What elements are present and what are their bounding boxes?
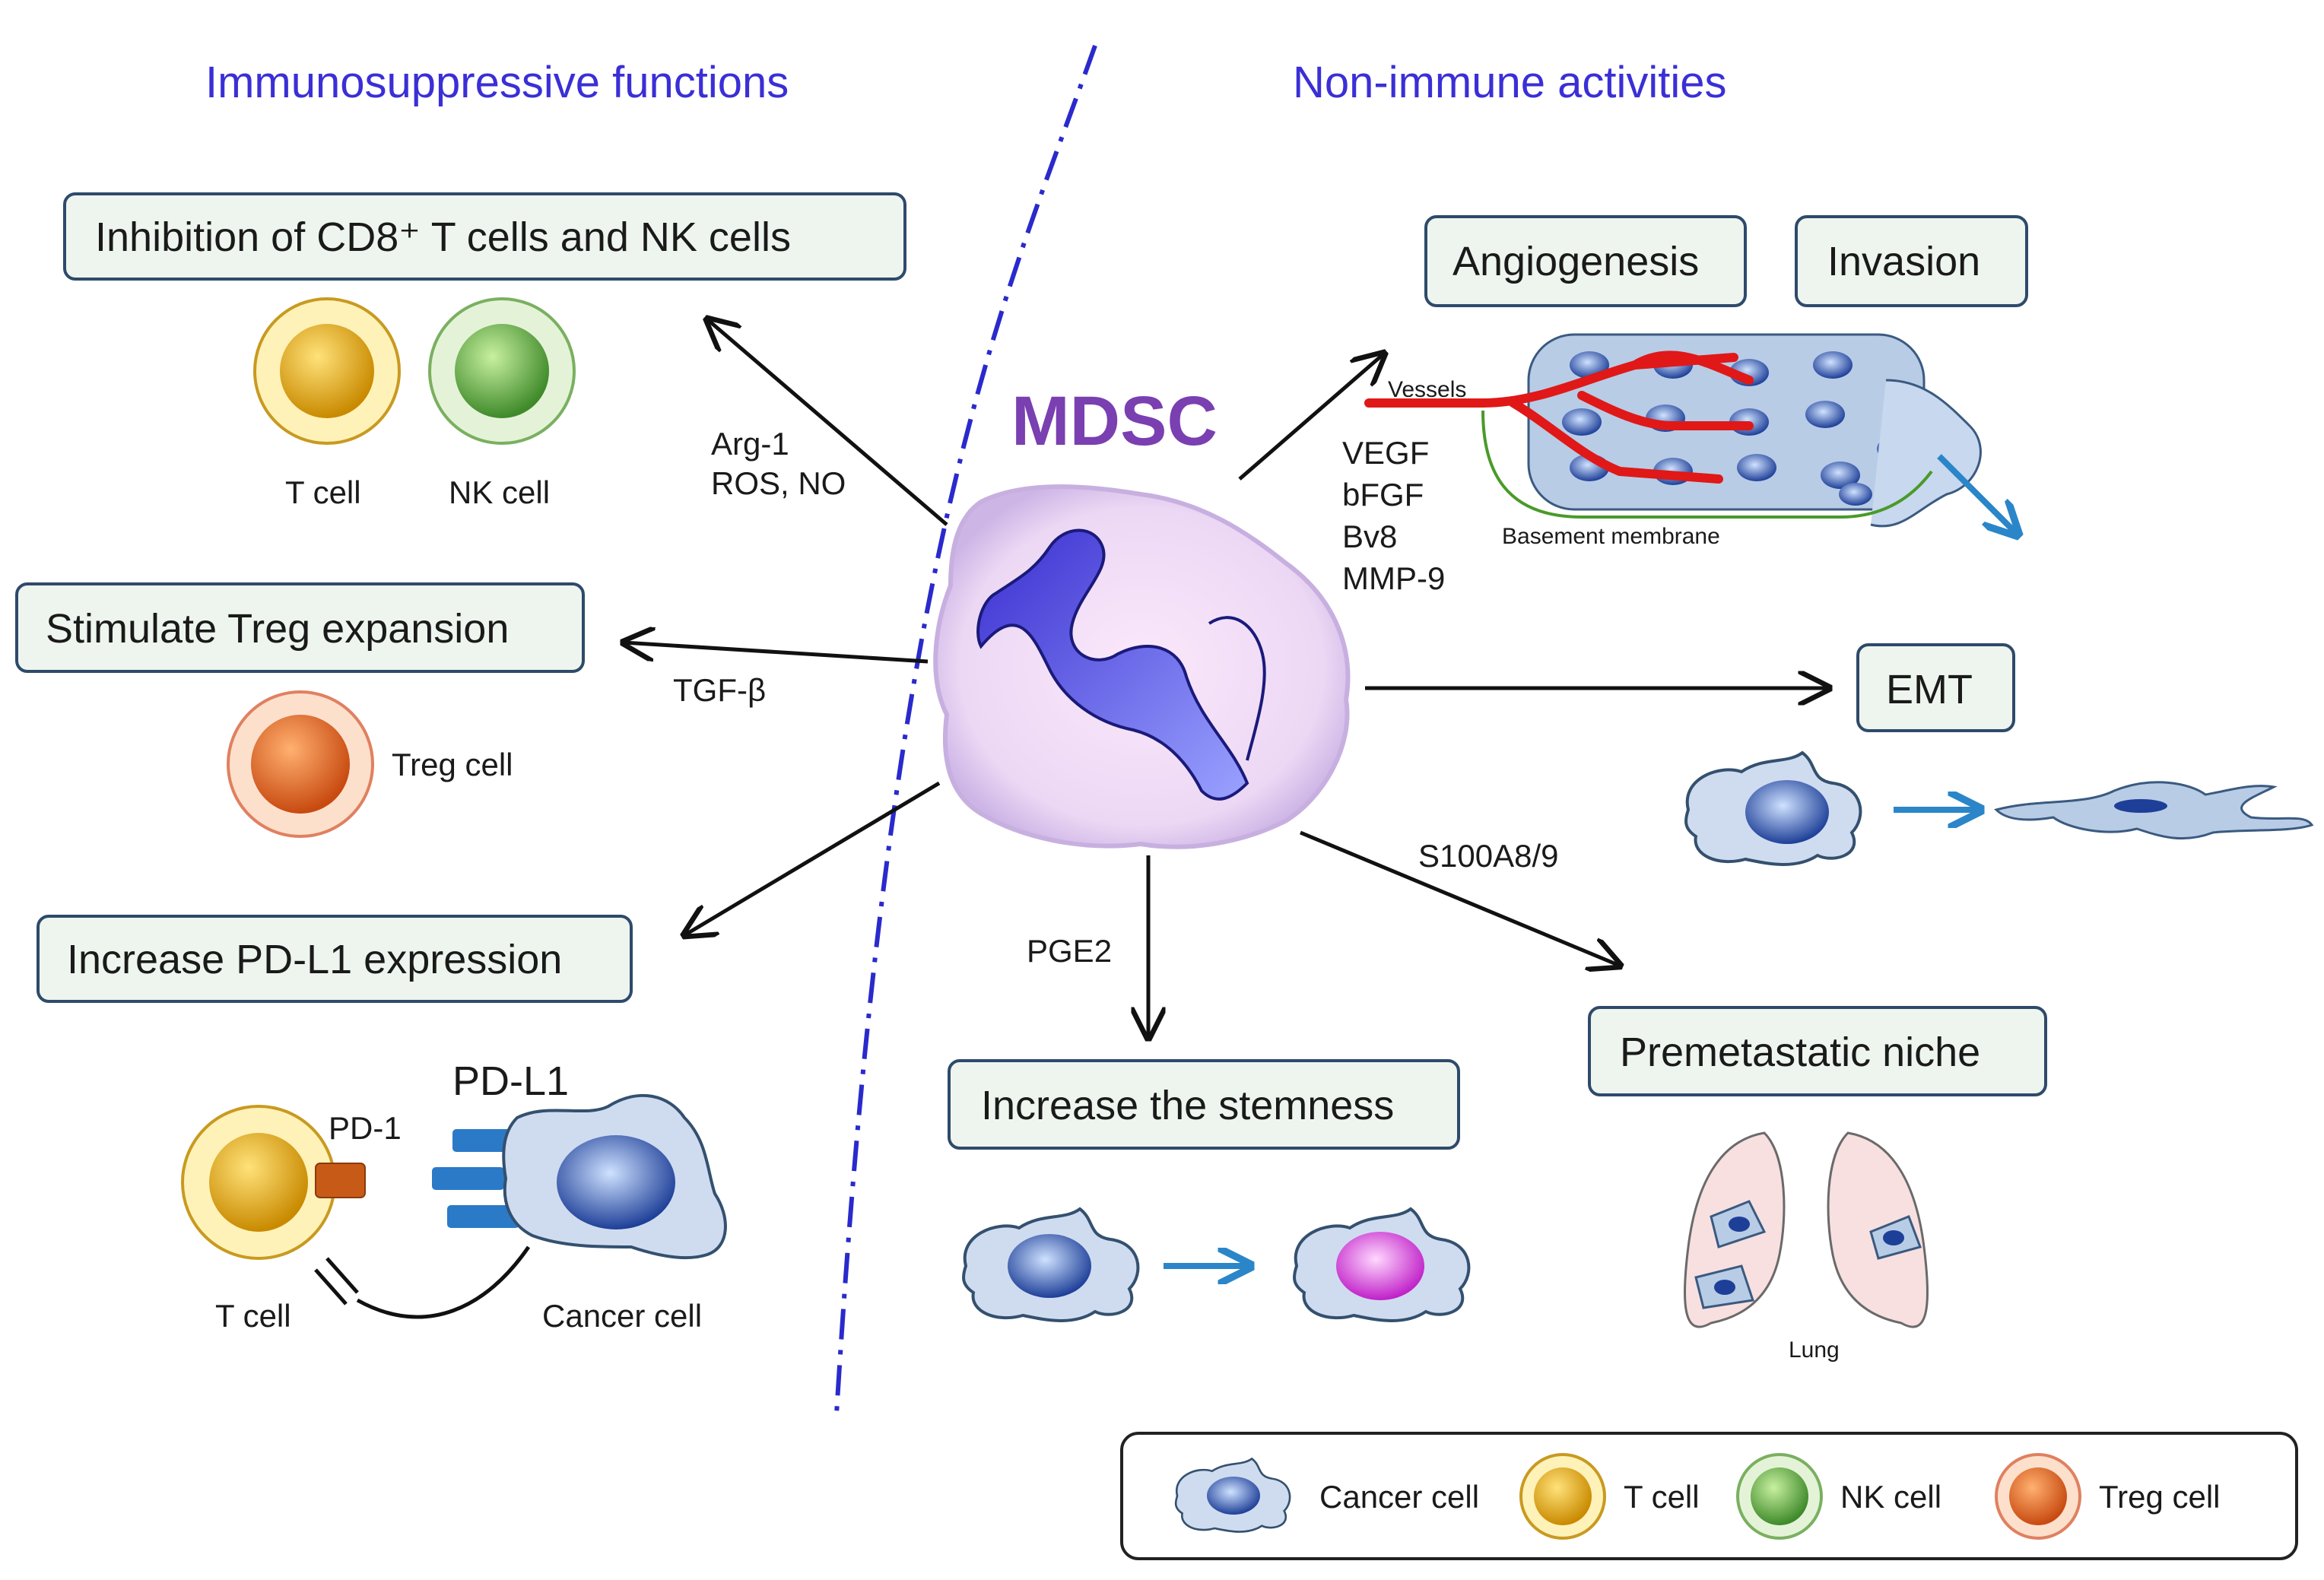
treg-expansion-label: Stimulate Treg expansion	[46, 606, 509, 652]
treg-cell-icon	[227, 690, 374, 838]
stemness-label: Increase the stemness	[981, 1083, 1394, 1128]
arg1-label: Arg-1	[711, 426, 789, 462]
t-cell-label: T cell	[285, 474, 361, 510]
divider-line	[834, 45, 1097, 1415]
stem-cancer-cell	[1293, 1207, 1471, 1322]
lung-label: Lung	[1789, 1337, 1840, 1363]
legend: Cancer cell T cell NK cell Treg cell	[1120, 1432, 2298, 1560]
pd1-label: PD-1	[329, 1110, 402, 1146]
t-cell-icon	[253, 297, 401, 445]
arrow-treg	[624, 642, 929, 664]
vessels	[1364, 351, 1754, 484]
vegf-label: VEGF	[1342, 435, 1429, 471]
legend-cancer-cell-icon	[1174, 1458, 1291, 1533]
tissue-cluster	[1527, 333, 1982, 528]
ros-no-label: ROS, NO	[711, 465, 846, 501]
legend-t-cell-icon	[1519, 1453, 1606, 1540]
inhibition-label: Inhibition of CD8⁺ T cells and NK cells	[95, 214, 791, 260]
pdl1-expression-box	[37, 915, 633, 1003]
invasion-label: Invasion	[1827, 239, 1980, 284]
emt-box	[1856, 643, 2015, 732]
mdsc-label: MDSC	[1011, 382, 1218, 460]
arrow-angiogenesis	[1238, 354, 1384, 481]
vessels-label: Vessels	[1388, 377, 1466, 402]
basement-membrane	[1481, 410, 1933, 519]
stemness-cancer-cell-before	[962, 1207, 1140, 1322]
nk-cell-label: NK cell	[449, 474, 550, 510]
arrow-pdl1	[684, 781, 941, 935]
treg-cell-label: Treg cell	[392, 747, 513, 782]
emt-cancer-cell-before	[1684, 751, 1862, 866]
bv8-label: Bv8	[1342, 519, 1397, 554]
treg-expansion-box	[15, 582, 585, 673]
cancer-cell-label: Cancer cell	[542, 1298, 702, 1334]
angiogenesis-label: Angiogenesis	[1452, 239, 1699, 284]
angiogenesis-box	[1424, 215, 1747, 307]
basement-membrane-label: Basement membrane	[1502, 524, 1720, 549]
legend-cancer-cell-label: Cancer cell	[1319, 1479, 1479, 1515]
legend-box	[1120, 1432, 2298, 1560]
legend-nk-cell-label: NK cell	[1840, 1479, 1941, 1515]
legend-nk-cell-icon	[1736, 1453, 1823, 1540]
s100-label: S100A8/9	[1418, 838, 1559, 874]
invasion-direction-arrow	[1937, 454, 2015, 532]
mmp9-label: MMP-9	[1342, 560, 1445, 596]
premetastatic-box	[1588, 1006, 2047, 1096]
mdsc-cell	[933, 484, 1351, 849]
emt-label: EMT	[1886, 667, 1973, 712]
tgfb-label: TGF-β	[673, 672, 766, 708]
left-header: Immunosuppressive functions	[205, 58, 789, 107]
nk-cell-icon	[428, 297, 576, 445]
inhibition-line	[356, 1245, 531, 1319]
legend-treg-cell-icon	[1995, 1453, 2081, 1540]
lung-icon	[1683, 1131, 1929, 1328]
pdl1-expression-label: Increase PD-L1 expression	[67, 937, 562, 982]
legend-t-cell-label: T cell	[1624, 1479, 1700, 1515]
invasion-box	[1795, 215, 2028, 307]
cancer-cell-pdl1-icon	[502, 1093, 727, 1260]
pge2-label: PGE2	[1027, 933, 1112, 969]
inhibition-box	[63, 192, 906, 281]
legend-treg-cell-label: Treg cell	[2099, 1479, 2221, 1515]
right-header: Non-immune activities	[1293, 58, 1727, 107]
pdl1-label: PD-L1	[452, 1058, 569, 1104]
bfgf-label: bFGF	[1342, 477, 1424, 512]
premetastatic-label: Premetastatic niche	[1620, 1030, 1980, 1075]
t-cell-pd1-icon	[181, 1105, 366, 1260]
arrow-inhibition	[707, 319, 948, 526]
t-cell-bottom-label: T cell	[215, 1298, 291, 1334]
emt-cancer-cell-after	[1994, 781, 2314, 840]
stemness-box	[948, 1059, 1460, 1150]
arrow-premetastatic	[1300, 830, 1620, 966]
